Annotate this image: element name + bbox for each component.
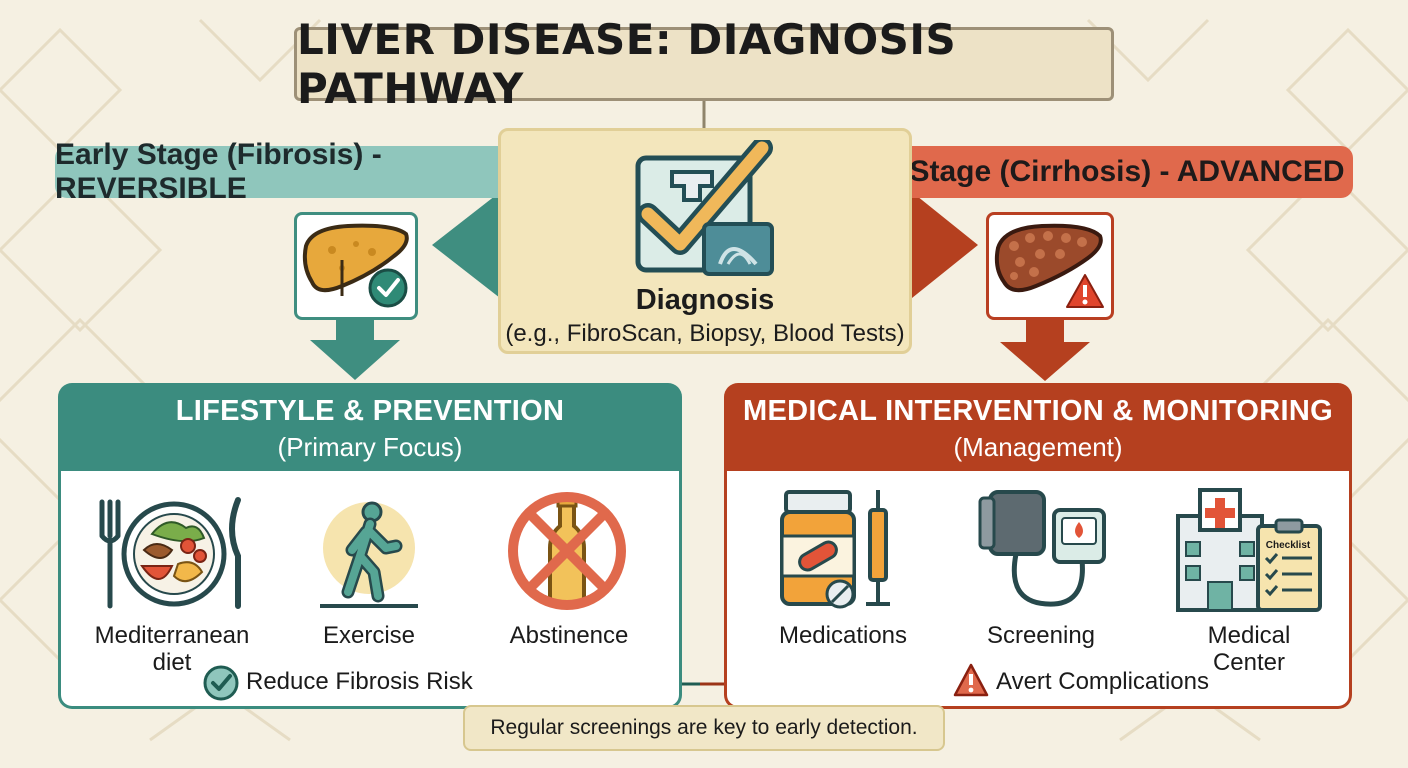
no-alcohol-icon bbox=[508, 492, 626, 610]
checkmark-monitor-icon bbox=[635, 140, 774, 276]
late-stage-label: Late Stage (Cirrhosis) - ADVANCED bbox=[831, 146, 1353, 198]
medical-title: MEDICAL INTERVENTION & MONITORING bbox=[743, 395, 1333, 427]
medical-item-medications: Medications bbox=[778, 622, 908, 649]
plate-icon bbox=[99, 497, 241, 609]
early-stage-label: Early Stage (Fibrosis) - REVERSIBLE bbox=[55, 138, 579, 205]
page-title: LIVER DISEASE: DIAGNOSIS PATHWAY bbox=[294, 15, 1114, 113]
lifestyle-item-exercise: Exercise bbox=[322, 622, 416, 649]
lifestyle-outcome: Reduce Fibrosis Risk bbox=[246, 668, 473, 695]
medical-item-screening: Screening bbox=[986, 622, 1096, 649]
blood-pressure-icon bbox=[978, 490, 1106, 607]
diagnosis-examples: (e.g., FibroScan, Biopsy, Blood Tests) bbox=[505, 320, 905, 347]
footer-note: Regular screenings are key to early dete… bbox=[463, 705, 945, 751]
lifestyle-subtitle: (Primary Focus) bbox=[277, 432, 463, 462]
medical-panel-header: MEDICAL INTERVENTION & MONITORING (Manag… bbox=[724, 383, 1352, 475]
lifestyle-item-diet: Mediterranean diet bbox=[94, 622, 250, 676]
check-circle-icon bbox=[203, 665, 239, 701]
cirrhotic-liver-icon bbox=[994, 223, 1103, 293]
hospital-icon bbox=[1176, 488, 1322, 612]
lifestyle-title: LIFESTYLE & PREVENTION bbox=[175, 395, 565, 427]
warning-triangle-icon bbox=[953, 663, 989, 697]
diagnosis-label: Diagnosis bbox=[635, 284, 775, 316]
medical-subtitle: (Management) bbox=[953, 432, 1123, 462]
healthy-liver-icon bbox=[302, 223, 409, 308]
warning-icon bbox=[1066, 274, 1104, 308]
medical-outcome: Avert Complications bbox=[996, 668, 1209, 695]
lifestyle-item-abstinence: Abstinence bbox=[509, 622, 629, 649]
pill-bottle-icon bbox=[780, 490, 890, 609]
medical-item-center: Medical Center bbox=[1207, 622, 1291, 676]
clipboard-label: Checklist bbox=[1265, 540, 1311, 551]
walking-person-icon bbox=[320, 501, 418, 608]
lifestyle-panel-header: LIFESTYLE & PREVENTION (Primary Focus) bbox=[58, 383, 682, 475]
